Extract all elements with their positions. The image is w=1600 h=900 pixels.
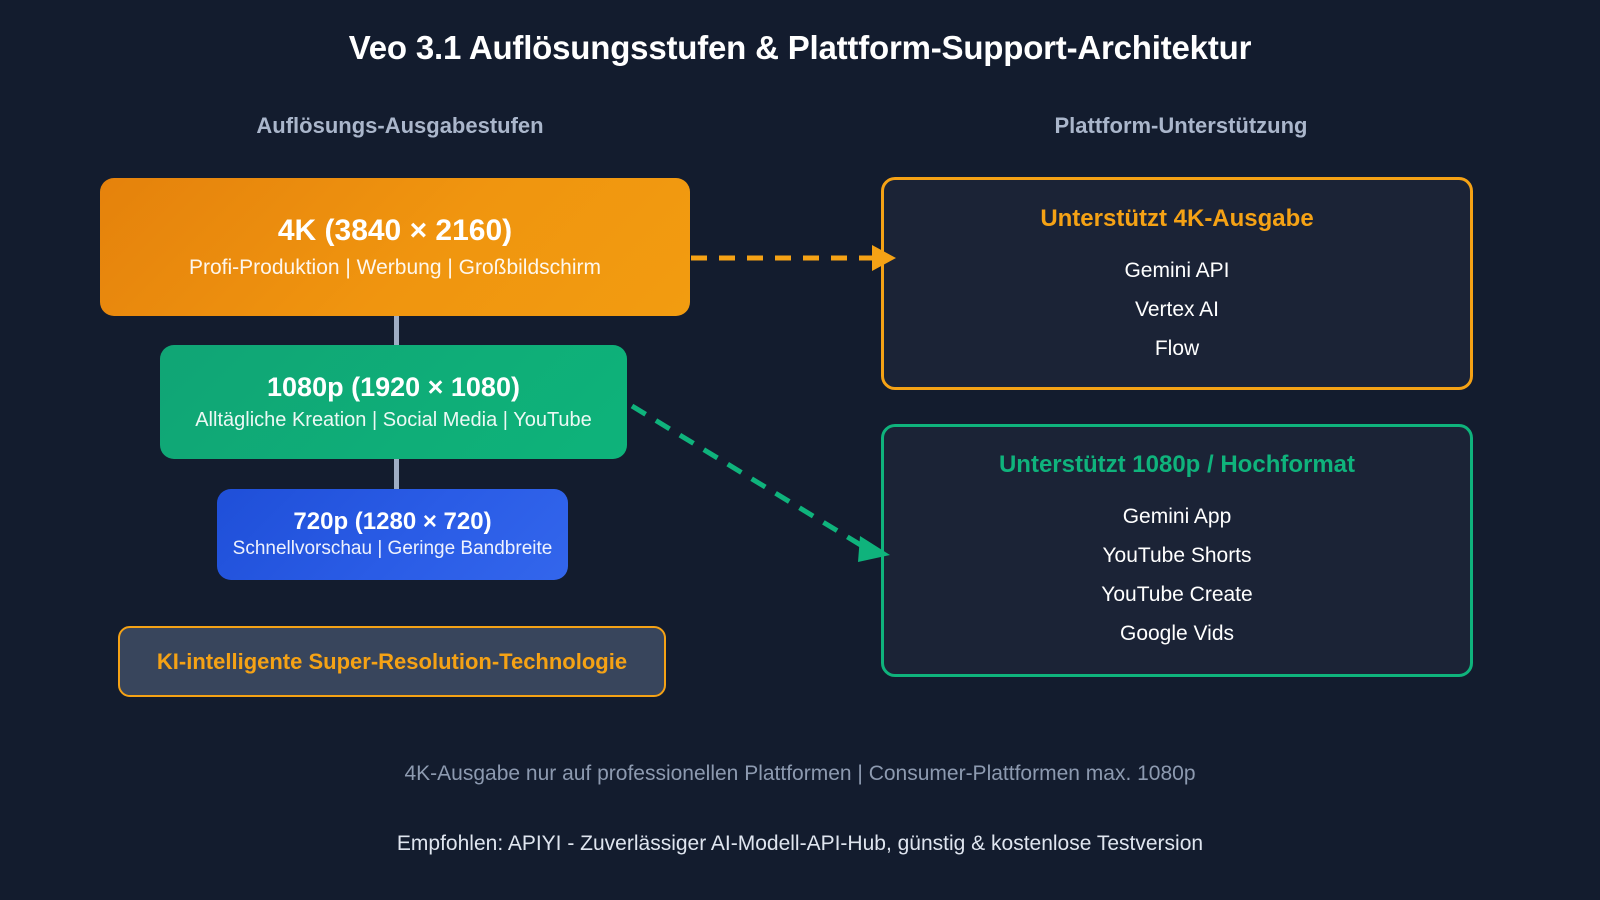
footnote-primary: 4K-Ausgabe nur auf professionellen Platt… [404,762,1196,785]
connector-1080p-to-720p [394,459,399,489]
tier-box-4k[interactable]: 4K (3840 × 2160) Profi-Produktion | Werb… [100,178,690,316]
tier-subtitle-1080p: Alltägliche Kreation | Social Media | Yo… [195,408,592,431]
footnote-secondary: Empfohlen: APIYI - Zuverlässiger AI-Mode… [396,832,1204,855]
platform-panel-title-1080p: Unterstützt 1080p / Hochformat [998,451,1356,478]
tier-subtitle-4k: Profi-Produktion | Werbung | Großbildsch… [188,256,601,280]
arrow-4k-to-supports-4k [691,245,896,271]
arrow-1080p-to-supports-1080p [630,403,890,562]
list-item: Gemini App [1122,505,1232,529]
list-item: YouTube Create [1101,583,1253,607]
tier-subtitle-720p: Schnellvorschau | Geringe Bandbreite [232,538,553,560]
arrow-line-1080p [630,403,866,550]
page-title: Veo 3.1 Auflösungsstufen & Plattform-Sup… [348,29,1252,66]
column-heading-resolution: Auflösungs-Ausgabestufen [256,113,544,138]
tier-box-1080p[interactable]: 1080p (1920 × 1080) Alltägliche Kreation… [160,345,627,459]
list-item: Vertex AI [1134,298,1220,322]
platform-list-4k: Gemini API Vertex AI Flow [884,251,1470,368]
column-heading-platform: Plattform-Unterstützung [1054,113,1308,138]
super-resolution-note-box[interactable]: KI-intelligente Super-Resolution-Technol… [118,626,666,697]
list-item: Google Vids [1119,622,1235,646]
platform-panel-supports-1080p[interactable]: Unterstützt 1080p / Hochformat Gemini Ap… [881,424,1473,677]
list-item: YouTube Shorts [1102,544,1252,568]
list-item: Flow [1154,337,1200,361]
tier-box-720p[interactable]: 720p (1280 × 720) Schnellvorschau | Geri… [217,489,568,580]
super-resolution-label: KI-intelligente Super-Resolution-Technol… [156,648,628,674]
tier-title-4k: 4K (3840 × 2160) [277,214,513,248]
platform-panel-supports-4k[interactable]: Unterstützt 4K-Ausgabe Gemini API Vertex… [881,177,1473,390]
tier-title-720p: 720p (1280 × 720) [293,507,492,535]
connector-4k-to-1080p [394,316,399,345]
platform-list-1080p: Gemini App YouTube Shorts YouTube Create… [884,497,1470,653]
list-item: Gemini API [1124,259,1230,283]
platform-panel-title-4k: Unterstützt 4K-Ausgabe [1040,205,1314,232]
tier-title-1080p: 1080p (1920 × 1080) [267,372,520,403]
